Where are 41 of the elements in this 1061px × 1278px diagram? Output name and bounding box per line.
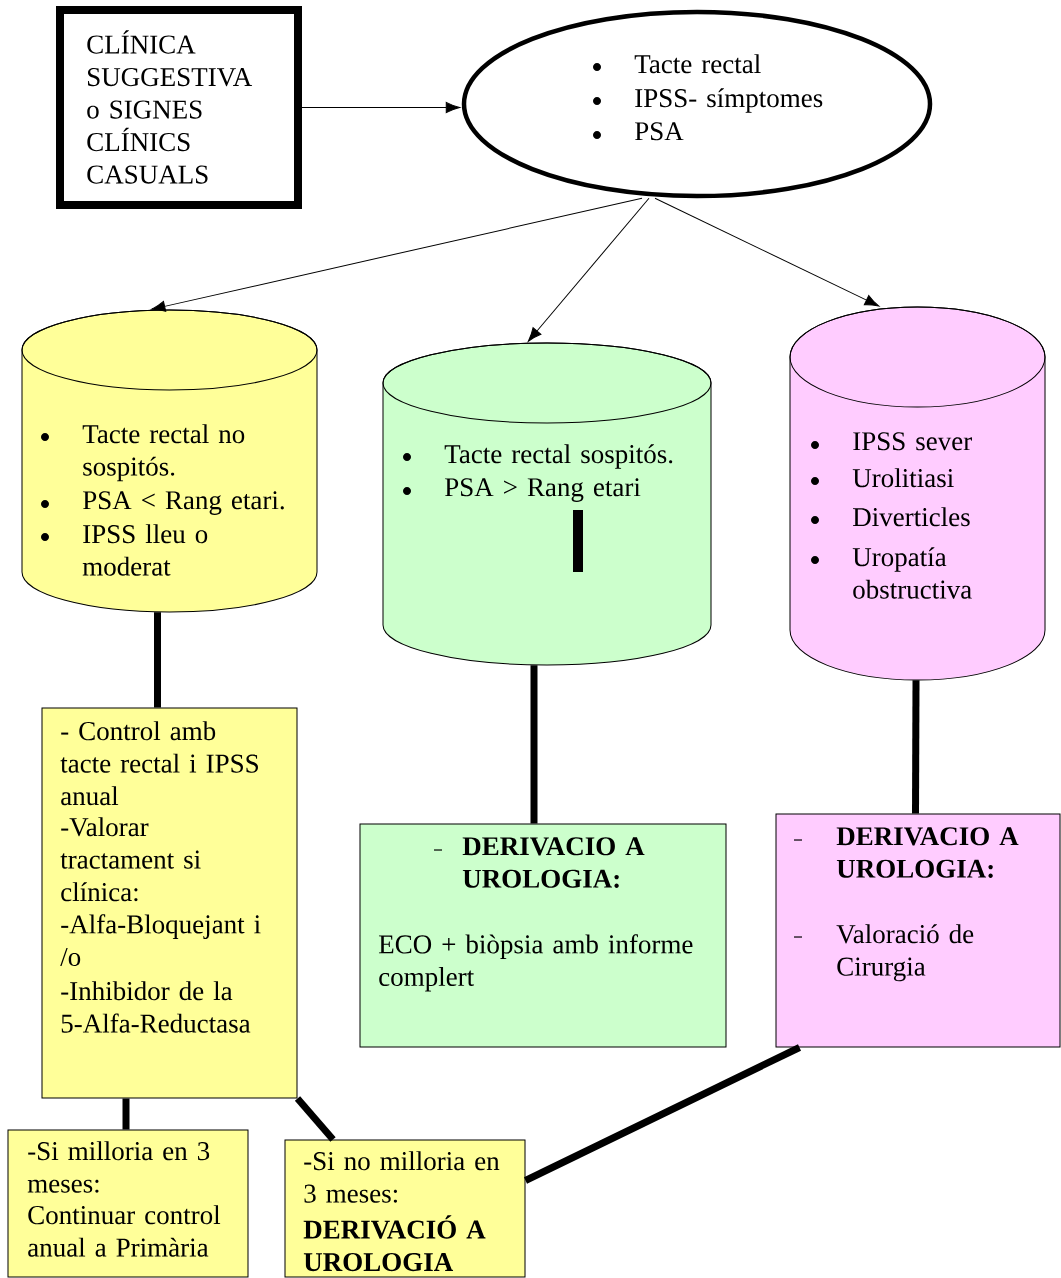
process-box xyxy=(7,1129,249,1278)
list-item: PSA < Rang etari. xyxy=(83,491,284,515)
list-item: - Control amb tacte rectal i IPSS anual xyxy=(60,721,258,806)
list-item: Tacte rectal no sospitós. xyxy=(82,424,245,482)
process-box xyxy=(284,1139,526,1278)
list-item: -Inhibidor de la 5-Alfa-Reductasa xyxy=(61,981,251,1033)
list-item: -Alfa-Bloquejant i /o xyxy=(60,914,261,966)
list-item: IPSS sever xyxy=(853,432,972,451)
process-box xyxy=(41,707,298,1099)
list-item: DERIVACIÓ A UROLOGIA xyxy=(303,1215,486,1272)
process-box xyxy=(775,813,1061,1048)
list-item: PSA > Rang etari xyxy=(445,478,641,502)
arrow xyxy=(527,197,650,342)
list-item: -Valorar tractament si clínica: xyxy=(60,817,201,902)
list-item: CLÍNICA SUGGESTIVA o SIGNES CLÍNICS CASUALS xyxy=(87,30,253,184)
list-item: Valoració de Cirurgia xyxy=(836,924,974,982)
arrow xyxy=(654,197,880,307)
list-item: IPSS lleu o moderat xyxy=(82,524,208,576)
list-item: PSA xyxy=(635,122,684,141)
start-box xyxy=(56,6,302,209)
cylinder xyxy=(382,342,712,666)
list-item: DERIVACIO A UROLOGIA: xyxy=(836,827,1019,878)
list-item: Uropatía obstructiva xyxy=(852,547,972,599)
list-item: DERIVACIO A UROLOGIA: xyxy=(462,837,645,888)
list-item: -Si no milloria en 3 meses: xyxy=(304,1151,500,1203)
process-box xyxy=(359,823,727,1048)
cylinder xyxy=(21,309,318,613)
arrow xyxy=(301,101,461,114)
list-item: Continuar control anual a Primària xyxy=(28,1205,221,1257)
cylinder xyxy=(789,306,1046,681)
list-item: -Si milloria en 3 meses: xyxy=(27,1141,210,1193)
list-item: IPSS- símptomes xyxy=(635,88,823,113)
list-item: Urolitiasi xyxy=(852,468,954,488)
connector-line xyxy=(523,1044,802,1184)
list-item: Tacte rectal sospitós. xyxy=(444,444,673,469)
arrow xyxy=(151,197,643,312)
list-item: Tacte rectal xyxy=(634,54,761,74)
list-item: Diverticles xyxy=(853,507,970,527)
connector-line xyxy=(294,1096,336,1142)
list-item: ECO + biòpsia amb informe complert xyxy=(379,934,693,992)
ellipse xyxy=(461,9,933,199)
